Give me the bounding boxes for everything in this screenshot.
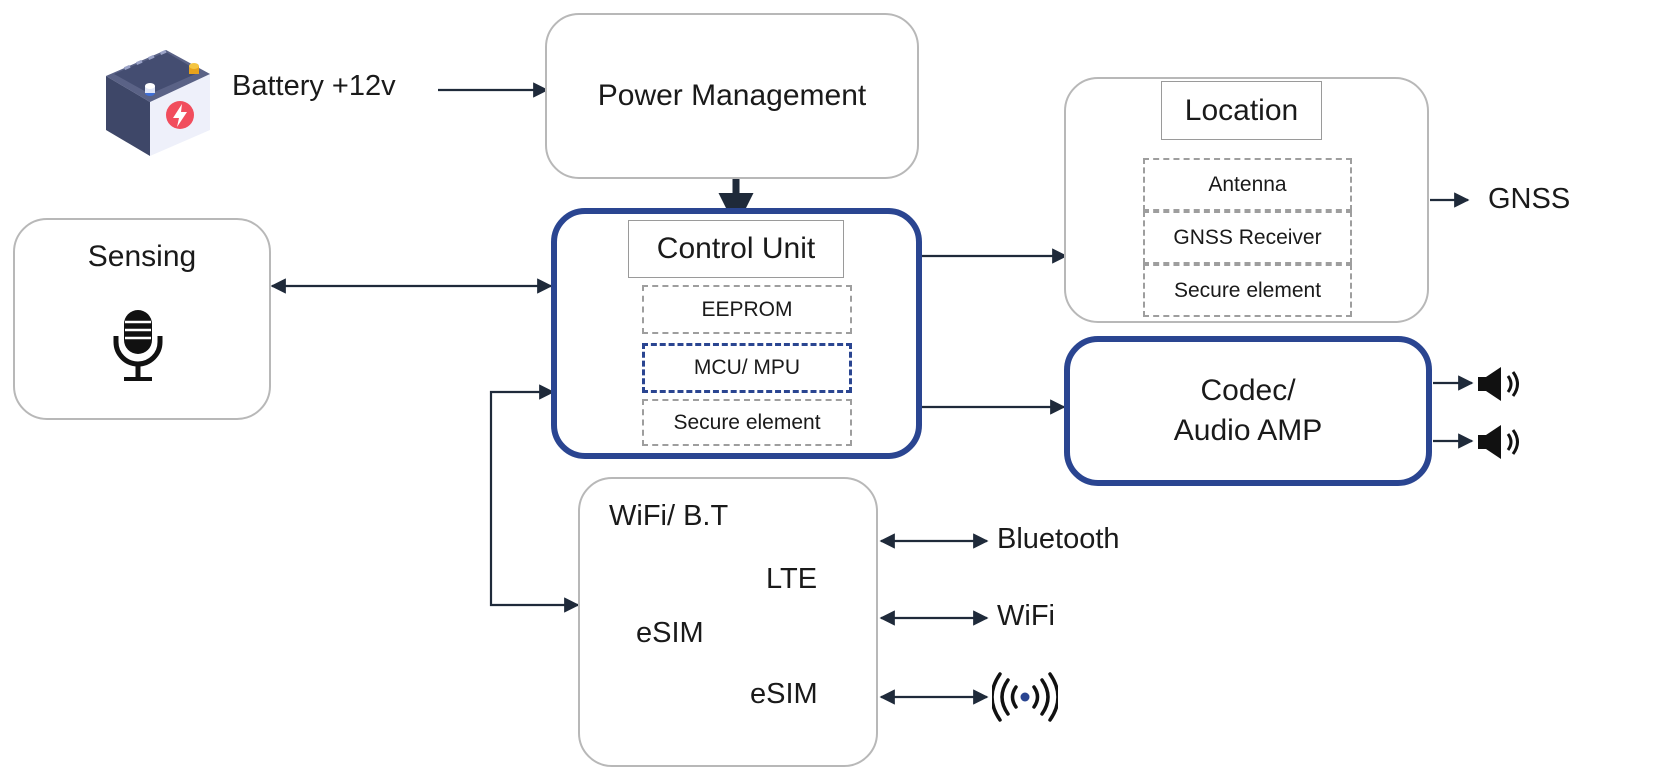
control-eeprom: EEPROM: [642, 285, 852, 334]
microphone-icon: [113, 310, 163, 381]
power-management-title: Power Management: [597, 79, 867, 112]
location-antenna: Antenna: [1143, 158, 1352, 211]
connectivity-block: [578, 477, 878, 767]
control-secure-element: Secure element: [642, 399, 852, 446]
bluetooth-output-label: Bluetooth: [997, 523, 1120, 555]
location-gnss-receiver: GNSS Receiver: [1143, 211, 1352, 264]
radio-antenna-icon: [992, 672, 1058, 722]
wifi-output-label: WiFi: [997, 600, 1055, 632]
wifi-bt-label: WiFi/ B.T: [609, 500, 729, 532]
battery-icon: [106, 49, 210, 156]
codec-line1: Codec/: [1200, 374, 1296, 407]
sensing-title: Sensing: [87, 240, 197, 273]
gnss-output-label: GNSS: [1488, 183, 1571, 215]
esim-label-2: eSIM: [750, 678, 818, 710]
esim-label: eSIM: [636, 617, 704, 649]
codec-line2: Audio AMP: [1173, 414, 1323, 447]
control-mcu-mpu: MCU/ MPU: [642, 343, 852, 393]
power-management-block: Power Management: [545, 13, 919, 179]
location-title: Location: [1161, 81, 1322, 140]
lte-label: LTE: [766, 563, 818, 595]
speaker-icon: [1478, 367, 1519, 401]
control-wifi-link: [489, 384, 580, 613]
battery-label: Battery +12v: [232, 70, 396, 102]
codec-audio-amp-block: Codec/ Audio AMP: [1064, 336, 1432, 486]
speaker-icon: [1478, 425, 1519, 459]
sensing-block: Sensing: [13, 218, 271, 420]
control-unit-title: Control Unit: [628, 220, 844, 278]
location-secure-element: Secure element: [1143, 264, 1352, 317]
